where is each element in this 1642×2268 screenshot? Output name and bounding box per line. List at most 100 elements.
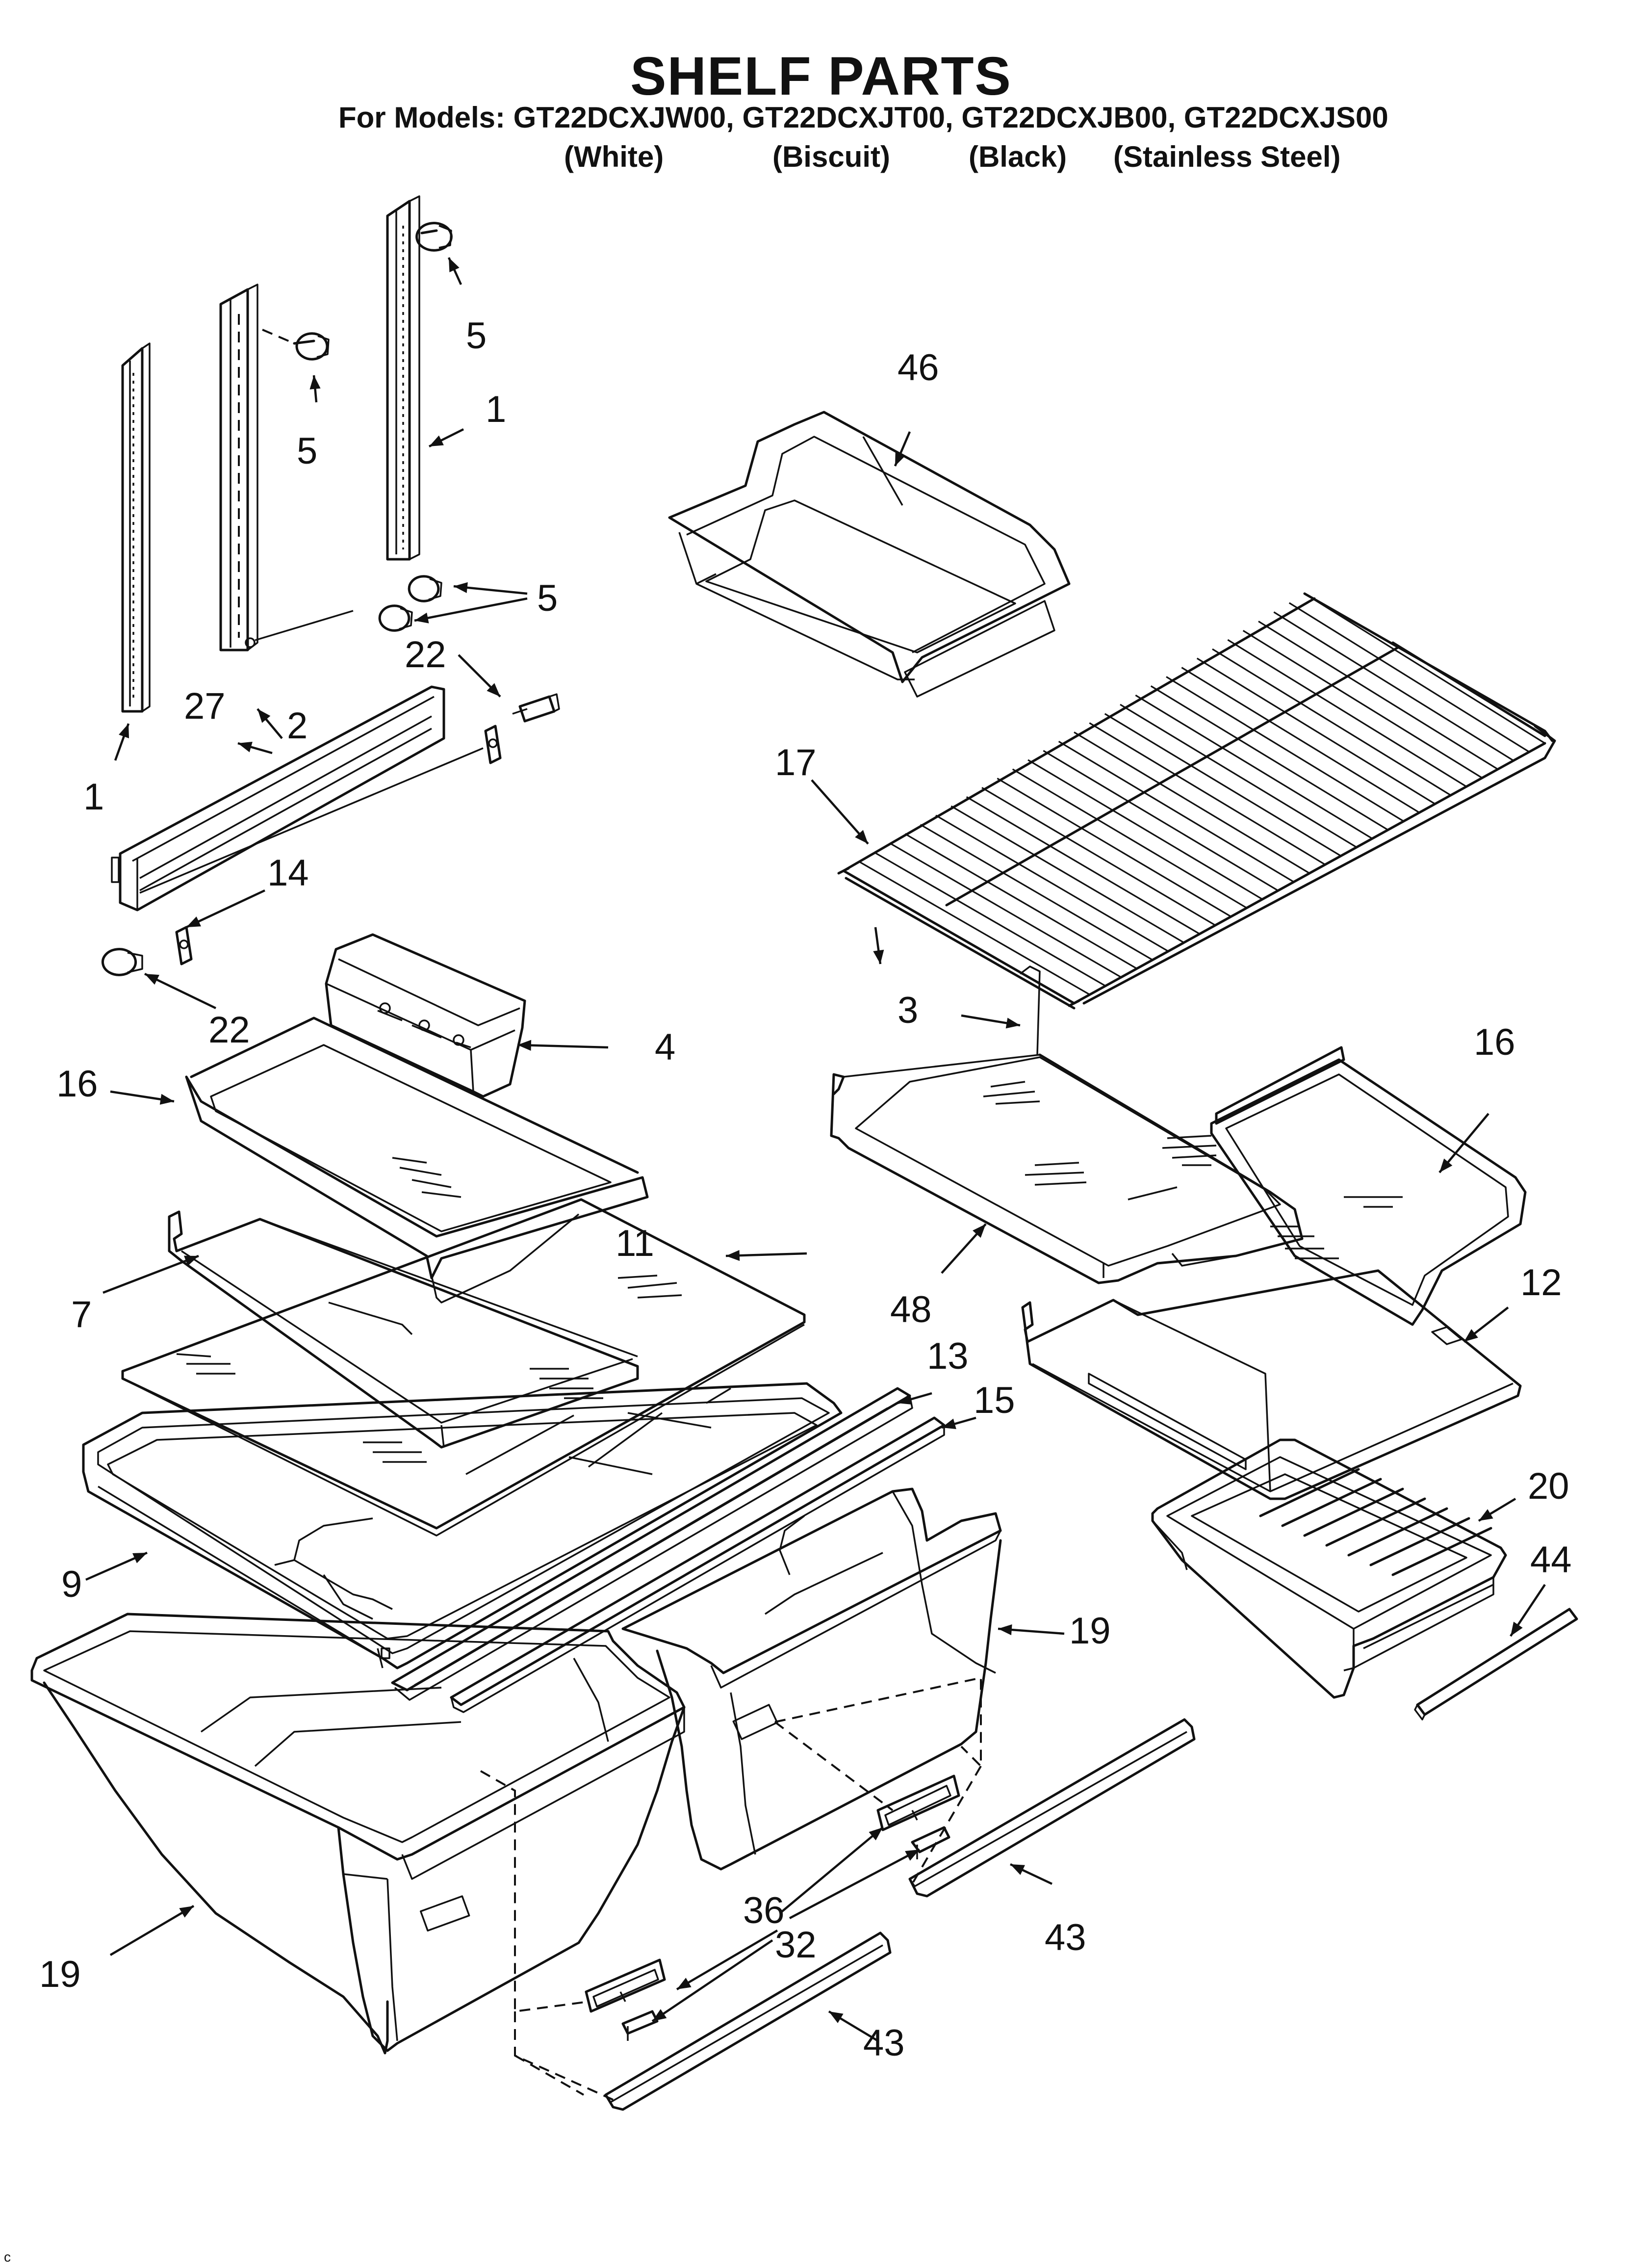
wire-shelf-rod	[1258, 621, 1498, 770]
wire-shelf-rod	[1288, 602, 1530, 753]
arrowhead	[905, 1850, 920, 1861]
callout-5: 5	[466, 315, 487, 357]
crisper-drawer-19-right	[621, 1487, 1002, 1871]
arrowhead	[652, 2009, 667, 2021]
callout-3: 3	[898, 990, 918, 1031]
wire-shelf-rod	[889, 842, 1122, 978]
callout-43: 43	[863, 2022, 905, 2064]
wire-shelf-rod	[920, 824, 1153, 961]
cap-14-right	[484, 725, 502, 764]
arrowhead	[942, 1418, 956, 1430]
callout-19: 19	[39, 1954, 81, 1995]
drawer-rib	[1303, 1487, 1404, 1537]
crisper-cover-front	[111, 685, 445, 912]
callout-46: 46	[898, 347, 939, 389]
arrowhead	[677, 1978, 692, 1989]
variant-black: (Black)	[969, 140, 1067, 173]
arrowhead	[895, 451, 906, 466]
arrowhead	[238, 741, 253, 753]
arrowhead	[257, 709, 271, 723]
arrowhead	[487, 683, 500, 697]
drawer-rib	[1391, 1527, 1492, 1576]
callout-1: 1	[486, 389, 506, 430]
shelf-16-right	[1210, 1046, 1527, 1326]
label-holder-36-right	[876, 1774, 960, 1831]
wire-shelf-rod	[1181, 667, 1420, 813]
screw-5-middle	[262, 329, 330, 361]
callout-7: 7	[71, 1294, 92, 1335]
arrowhead	[179, 1906, 194, 1918]
ladder-left	[121, 342, 151, 713]
callout-15: 15	[974, 1380, 1015, 1421]
wire-shelf-rod	[1120, 704, 1357, 848]
callout-48: 48	[890, 1289, 932, 1330]
wire-shelf-rod	[1012, 768, 1247, 909]
wire-shelf-rod	[1150, 685, 1388, 831]
cover-frame-9	[82, 1382, 843, 1669]
shelf-frame-7	[168, 1210, 639, 1449]
assembly-lines	[480, 1676, 982, 2101]
arrowhead	[1005, 1017, 1020, 1029]
arrowhead	[429, 435, 444, 446]
handle-trim-43-right	[908, 1718, 1196, 1898]
trim-strip-15	[450, 1416, 946, 1713]
glass-shelf-11	[121, 1198, 806, 1537]
arrowhead	[873, 949, 884, 964]
bin-4	[325, 933, 526, 1098]
callout-43: 43	[1045, 1917, 1086, 1958]
wire-shelf-rod	[1104, 713, 1341, 857]
wire-shelf-rod	[873, 851, 1106, 987]
diagram-title: SHELF PARTS	[630, 46, 1012, 106]
arrowhead	[1479, 1509, 1493, 1521]
callout-16: 16	[56, 1063, 98, 1105]
trim-44	[1414, 1608, 1578, 1721]
wire-shelf-rod	[1027, 759, 1263, 900]
arrowhead	[159, 1094, 174, 1105]
wire-shelf-rod	[1196, 657, 1436, 805]
wire-shelf-rod	[1058, 740, 1294, 883]
arrowhead	[726, 1250, 740, 1261]
crisper-drawer-19-left	[30, 1613, 686, 2055]
arrowhead	[1464, 1329, 1478, 1342]
wire-shelf-rod	[950, 805, 1184, 943]
arrowhead	[855, 830, 868, 844]
drawer-rib	[1347, 1507, 1448, 1557]
arrowhead	[517, 1040, 532, 1051]
handle-trim-43-left	[604, 1931, 892, 2111]
variant-white: (White)	[564, 140, 664, 173]
wire-shelf-rod	[843, 870, 1075, 1004]
screw-5-lower-b	[378, 604, 413, 632]
wire-shelf-rod	[1242, 629, 1483, 779]
wire-shelf-rod	[966, 796, 1200, 935]
variant-stainless: (Stainless Steel)	[1113, 140, 1341, 173]
callout-22: 22	[405, 634, 446, 676]
cap-14-left	[175, 926, 193, 965]
wire-shelf-rod	[1089, 722, 1326, 865]
screw-22-left	[102, 948, 143, 976]
arrowhead	[454, 582, 468, 593]
arrowhead	[414, 612, 429, 624]
label-holder-36-left	[585, 1958, 666, 2013]
wire-shelf-rod	[1135, 694, 1373, 839]
callout-17: 17	[775, 742, 817, 783]
bin-46	[668, 411, 1071, 698]
callout-4: 4	[655, 1026, 675, 1068]
arrowhead	[145, 974, 159, 985]
arrowhead	[1511, 1621, 1523, 1636]
clip-32-right	[911, 1826, 950, 1859]
callout-2: 2	[287, 705, 308, 747]
callout-12: 12	[1520, 1262, 1562, 1303]
arrowhead	[309, 375, 321, 390]
arrowhead	[998, 1624, 1012, 1636]
callout-9: 9	[61, 1564, 82, 1605]
ladder-right	[386, 195, 420, 561]
callout-14: 14	[267, 852, 309, 894]
wire-shelf-rod	[935, 814, 1169, 952]
screw-22-right	[512, 693, 560, 723]
wire-shelf-rod	[1043, 750, 1279, 891]
arrowhead	[1010, 1864, 1025, 1875]
wire-shelf-rod	[1304, 593, 1545, 744]
corner-mark: c	[4, 2249, 11, 2265]
